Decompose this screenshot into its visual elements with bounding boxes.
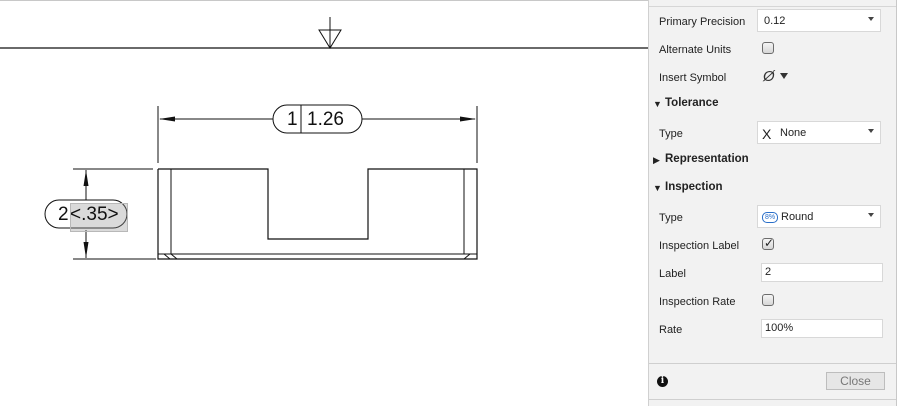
canvas-top-border: [0, 0, 648, 1]
drawing-geometry: [0, 17, 648, 260]
row-inspection-label: Inspection Label ✓: [649, 232, 896, 260]
round-inspection-icon: 8%: [762, 212, 779, 223]
close-button[interactable]: Close: [826, 372, 885, 390]
diameter-symbol-icon[interactable]: Ø: [763, 68, 775, 85]
inspection-label-checkbox[interactable]: ✓: [762, 236, 775, 250]
alternate-units-label: Alternate Units: [659, 44, 732, 56]
inspection-type-value: Round: [781, 211, 814, 223]
row-inspection-rate: Inspection Rate: [649, 288, 896, 316]
chevron-down-icon: [868, 213, 874, 217]
inspection-title: Inspection: [665, 181, 723, 193]
dimension-value-horizontal[interactable]: 1.26: [307, 109, 344, 130]
collapsed-triangle-icon: ▶: [653, 155, 660, 165]
dimension-properties-panel: Primary Precision 0.12 Alternate Units I…: [648, 0, 897, 406]
drawing-canvas[interactable]: 1 1.26 2 <.35>: [0, 0, 648, 406]
insert-symbol-label: Insert Symbol: [659, 72, 727, 84]
dimension-selection-highlight: [70, 203, 128, 232]
section-tolerance[interactable]: ▼ Tolerance: [649, 95, 896, 115]
footer-bottom-border: [649, 399, 896, 400]
row-label: Label 2: [649, 260, 896, 288]
row-primary-precision: Primary Precision 0.12: [649, 8, 896, 36]
chevron-down-icon[interactable]: [780, 73, 788, 79]
tolerance-title: Tolerance: [665, 97, 719, 109]
chevron-down-icon: [868, 129, 874, 133]
chevron-down-icon: [868, 17, 874, 21]
inspection-type-select[interactable]: 8% Round: [757, 205, 881, 228]
footer-divider: [649, 363, 896, 364]
datum-symbol-icon: [318, 17, 342, 49]
info-icon[interactable]: i: [657, 376, 668, 387]
dimension-value-vertical[interactable]: <.35>: [70, 204, 119, 225]
row-insert-symbol: Insert Symbol Ø: [649, 64, 896, 92]
inspection-type-label: Type: [659, 212, 683, 224]
checkmark-icon: ✓: [764, 236, 775, 250]
primary-precision-select[interactable]: 0.12: [757, 9, 881, 32]
inspection-rate-checkbox[interactable]: [762, 294, 774, 306]
tolerance-type-value: None: [780, 127, 807, 139]
tolerance-none-icon: X: [762, 126, 772, 142]
inspection-rate-label: Inspection Rate: [659, 296, 736, 308]
label-input[interactable]: 2: [761, 263, 883, 282]
label-label: Label: [659, 268, 686, 280]
balloon-number-1[interactable]: 1: [287, 109, 298, 130]
primary-precision-label: Primary Precision: [659, 16, 746, 28]
inspection-label-label: Inspection Label: [659, 240, 740, 252]
balloon-number-2[interactable]: 2: [58, 204, 69, 225]
expanded-triangle-icon: ▼: [653, 183, 662, 193]
section-inspection[interactable]: ▼ Inspection: [649, 179, 896, 199]
panel-top-divider: [649, 6, 896, 7]
tolerance-type-select[interactable]: X None: [757, 121, 881, 144]
row-rate: Rate 100%: [649, 316, 896, 344]
primary-precision-value: 0.12: [764, 15, 786, 27]
representation-title: Representation: [665, 153, 749, 165]
row-tolerance-type: Type X None: [649, 120, 896, 148]
rate-input[interactable]: 100%: [761, 319, 883, 338]
alternate-units-checkbox[interactable]: [762, 42, 774, 54]
section-representation[interactable]: ▶ Representation: [649, 151, 896, 171]
rate-label: Rate: [659, 324, 683, 336]
expanded-triangle-icon: ▼: [653, 99, 662, 109]
row-alternate-units: Alternate Units: [649, 36, 896, 64]
row-inspection-type: Type 8% Round: [649, 204, 896, 232]
tolerance-type-label: Type: [659, 128, 683, 140]
